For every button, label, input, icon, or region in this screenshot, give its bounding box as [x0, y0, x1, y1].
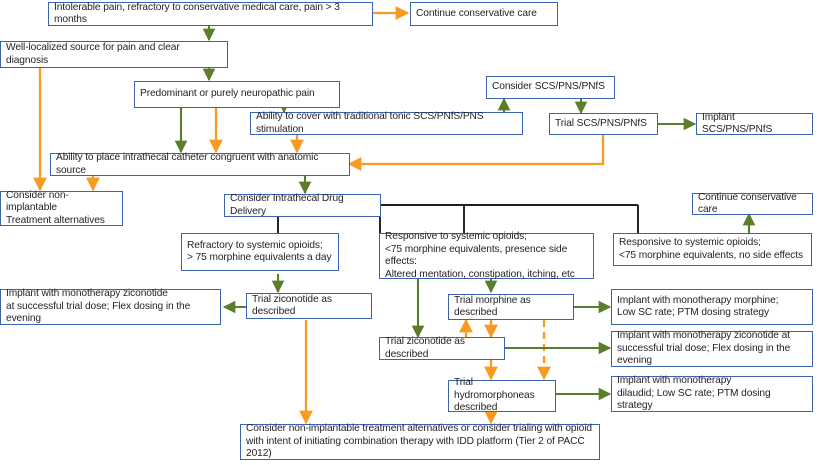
node-trial-morphine[interactable]: Trial morphine as described [448, 294, 574, 320]
node-continue-conservative-care-top[interactable]: Continue conservative care [410, 2, 558, 26]
edge-trialscs-to-catheter [347, 135, 605, 171]
node-trial-ziconotide-mid[interactable]: Trial ziconotide as described [379, 336, 505, 360]
node-trial-scs[interactable]: Trial SCS/PNS/PNfS [549, 113, 658, 135]
node-implant-dilaudid[interactable]: Implant with monotherapy dilaudid; Low S… [611, 375, 813, 412]
node-responsive-no-side-effects[interactable]: Responsive to systemic opioids; <75 morp… [613, 233, 812, 266]
node-ability-place-catheter[interactable]: Ability to place intrathecal catheter co… [50, 152, 350, 176]
node-well-localized-source[interactable]: Well-localized source for pain and clear… [0, 41, 228, 68]
node-bottom-alternatives[interactable]: Consider non-implantable treatment alter… [240, 423, 600, 460]
node-refractory-to-opioids[interactable]: Refractory to systemic opioids; > 75 mor… [181, 233, 339, 271]
node-consider-non-implantable-alternatives[interactable]: Consider non-implantable Treatment alter… [0, 190, 123, 226]
node-ability-to-cover-stimulation[interactable]: Ability to cover with traditional tonic … [250, 111, 523, 135]
node-responsive-with-side-effects[interactable]: Responsive to systemic opioids; <75 morp… [379, 231, 594, 280]
node-implant-scs[interactable]: Implant SCS/PNS/PNfS [696, 112, 813, 135]
node-consider-scs[interactable]: Consider SCS/PNS/PNfS [486, 76, 615, 99]
node-trial-ziconotide-left[interactable]: Trial ziconotide as described [246, 293, 372, 319]
node-predominant-neuropathic-pain[interactable]: Predominant or purely neuropathic pain [134, 81, 340, 108]
node-consider-intrathecal-drug-delivery[interactable]: Consider Intrathecal Drug Delivery [224, 193, 381, 217]
node-implant-ziconotide-left[interactable]: Implant with monotherapy ziconotide at s… [0, 288, 221, 325]
node-implant-morphine[interactable]: Implant with monotherapy morphine; Low S… [611, 289, 813, 325]
node-intolerable-pain[interactable]: Intolerable pain, refractory to conserva… [48, 2, 373, 26]
node-implant-ziconotide-right[interactable]: Implant with monotherapy ziconotide at s… [611, 330, 813, 367]
node-continue-conservative-care-right[interactable]: Continue conservative care [692, 192, 813, 215]
node-trial-hydromorphone[interactable]: Trial hydromorphoneas described [448, 377, 556, 413]
